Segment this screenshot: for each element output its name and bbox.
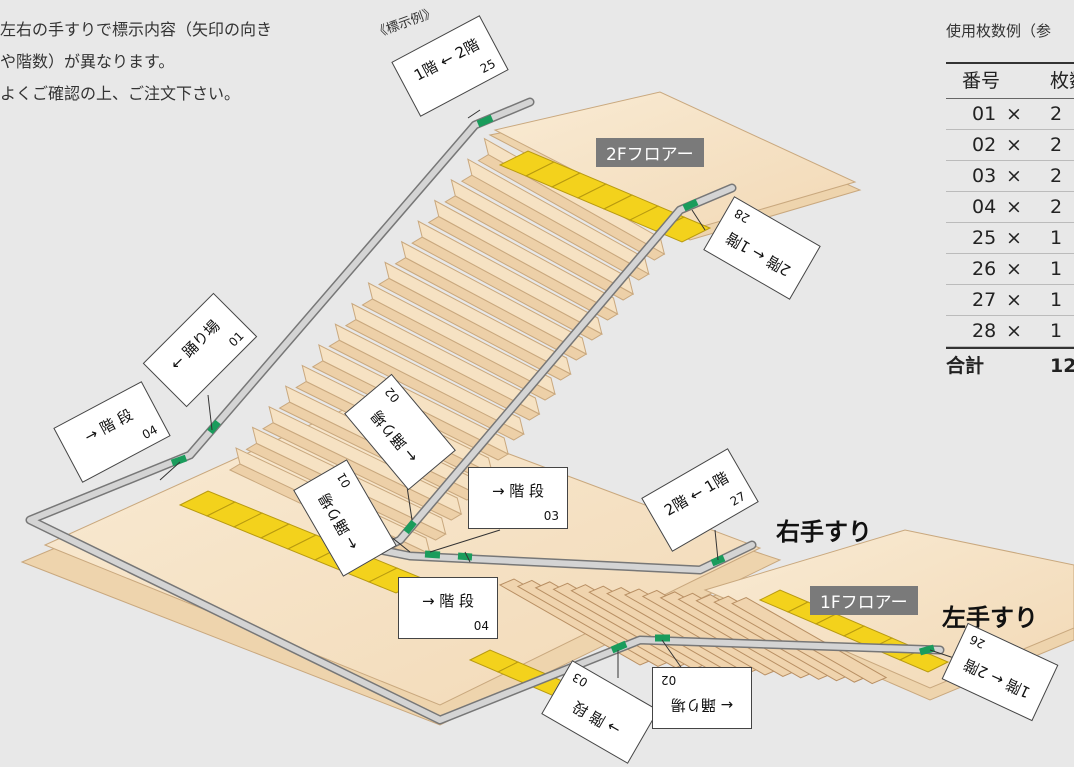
sign-number: 26 xyxy=(967,632,988,652)
table-cell-qty: 1 xyxy=(1050,258,1063,280)
table-cell-no: 27 xyxy=(972,289,997,311)
table-cell-x: × xyxy=(1006,227,1022,249)
table-row: 27 × 1 xyxy=(946,285,1074,316)
sign-number: 04 xyxy=(139,422,160,442)
table-cell-no: 04 xyxy=(972,196,997,218)
table-row: 02 × 2 xyxy=(946,130,1074,161)
stair-riser xyxy=(450,178,634,295)
sign-number: 28 xyxy=(731,205,753,226)
sign-number: 02 xyxy=(661,673,677,687)
sign-number: 03 xyxy=(569,669,591,690)
table-cell-x: × xyxy=(1006,165,1022,187)
table-row: 03 × 2 xyxy=(946,161,1074,192)
sign-text: ← 踊り場 xyxy=(670,696,734,714)
table-cell-no: 03 xyxy=(972,165,997,187)
table-cell-no: 26 xyxy=(972,258,997,280)
sign-number: 01 xyxy=(334,469,354,491)
stair-riser xyxy=(417,220,603,335)
sign-number: 02 xyxy=(382,384,403,406)
table-header: 番号 枚数 xyxy=(946,64,1074,99)
rail-sign-02: ← 踊り場 02 xyxy=(652,667,752,729)
left-rail-label: 左手すり xyxy=(942,604,1038,632)
instruction-note: 左右の手すりで標示内容（矢印の向き や階数）が異なります。 よくご確認の上、ご注… xyxy=(0,14,272,110)
table-cell-qty: 2 xyxy=(1050,165,1063,187)
rail-sign-04: → 階 段 04 xyxy=(398,577,498,639)
stair-riser xyxy=(334,323,525,435)
table-cell-no: 01 xyxy=(972,103,997,125)
table-cell-x: × xyxy=(1006,289,1022,311)
table-cell-x: × xyxy=(1006,196,1022,218)
table-cell-qty: 2 xyxy=(1050,196,1063,218)
total-label: 合計 xyxy=(946,355,985,377)
table-cell-qty: 1 xyxy=(1050,227,1063,249)
right-rail-label: 右手すり xyxy=(776,518,872,546)
left-handrail xyxy=(25,97,945,725)
table-cell-no: 02 xyxy=(972,134,997,156)
note-line-3: よくご確認の上、ご注文下さい。 xyxy=(0,84,241,103)
floor-tag-1f: 1Fフロアー xyxy=(810,586,918,615)
note-line-2: や階数）が異なります。 xyxy=(0,52,175,71)
header-quantity: 枚数 xyxy=(1050,70,1074,92)
table-cell-qty: 2 xyxy=(1050,103,1063,125)
sign-text: → 階 段 xyxy=(491,482,545,500)
table-title: 使用枚数例（参 xyxy=(946,22,1052,40)
total-value: 12 xyxy=(1050,355,1074,377)
sign-number: 25 xyxy=(477,56,498,76)
table-cell-qty: 1 xyxy=(1050,289,1063,311)
sign-number: 01 xyxy=(225,328,247,350)
header-number: 番号 xyxy=(962,70,1001,92)
table-cell-no: 28 xyxy=(972,320,997,342)
floor-tag-2f: 2Fフロアー xyxy=(596,138,704,167)
stair-riser xyxy=(384,261,572,375)
table-cell-qty: 1 xyxy=(1050,320,1063,342)
note-line-1: 左右の手すりで標示内容（矢印の向き xyxy=(0,20,273,39)
stair-riser xyxy=(367,282,556,395)
rail-sign-03: → 階 段 03 xyxy=(468,467,568,529)
table-row: 26 × 1 xyxy=(946,254,1074,285)
stair-riser xyxy=(351,302,541,415)
table-cell-x: × xyxy=(1006,134,1022,156)
table-cell-x: × xyxy=(1006,320,1022,342)
table-cell-x: × xyxy=(1006,258,1022,280)
stair-tread xyxy=(731,597,888,685)
table-row: 04 × 2 xyxy=(946,192,1074,223)
table-row: 28 × 1 xyxy=(946,316,1074,347)
table-total-row: 合計 12 xyxy=(946,347,1074,383)
table-row: 25 × 1 xyxy=(946,223,1074,254)
table-cell-x: × xyxy=(1006,103,1022,125)
usage-table: 番号 枚数 01 × 2 02 × 2 03 × 2 04 × 2 25 × 1 26 × 1 27 × 1 28 × 1 合… xyxy=(946,62,1074,383)
sign-number: 04 xyxy=(473,619,489,633)
stair-riser xyxy=(268,405,462,515)
sign-number: 27 xyxy=(727,489,749,509)
sign-text: → 階 段 xyxy=(421,592,475,610)
table-cell-no: 25 xyxy=(972,227,997,249)
table-row: 01 × 2 xyxy=(946,99,1074,130)
sign-number: 03 xyxy=(543,509,559,523)
lower-stair-flight xyxy=(498,578,888,685)
stair-riser xyxy=(400,240,588,355)
stair-riser xyxy=(433,199,619,315)
rail-markers xyxy=(170,114,935,656)
table-cell-qty: 2 xyxy=(1050,134,1063,156)
